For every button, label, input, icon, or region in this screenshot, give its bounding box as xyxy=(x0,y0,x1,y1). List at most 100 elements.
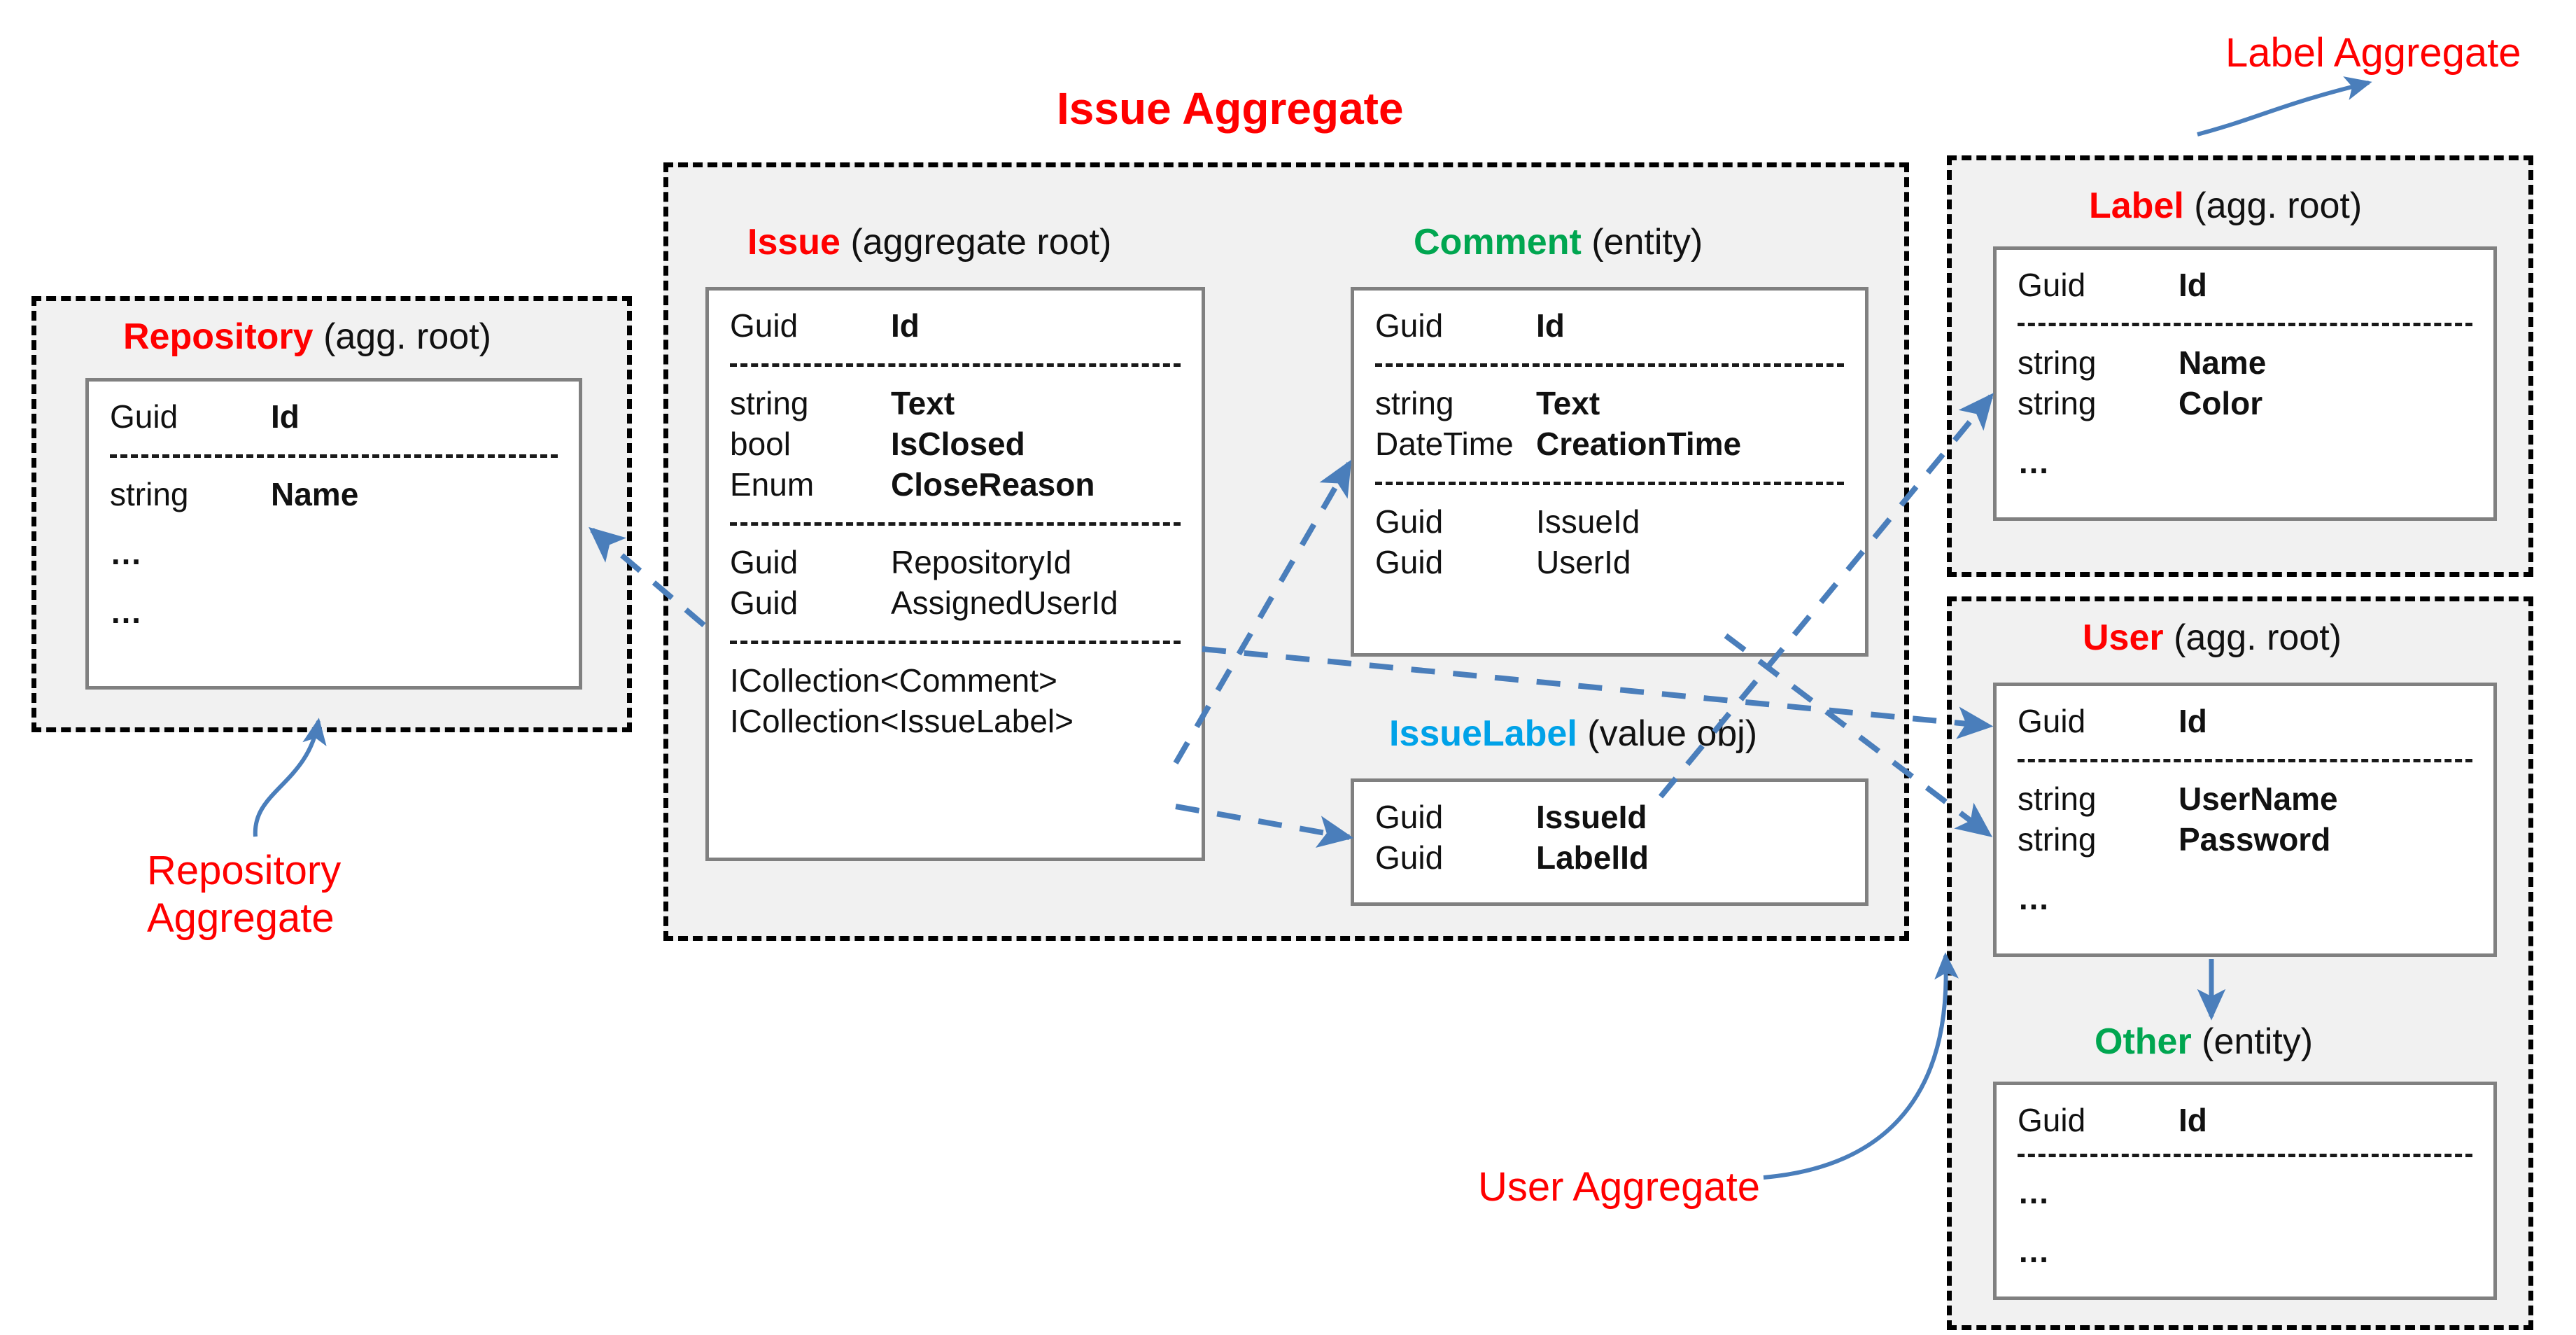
field-name: Name xyxy=(2179,344,2267,381)
field-type: ICollection<IssueLabel> xyxy=(730,702,1074,739)
field-name: Color xyxy=(2179,384,2263,421)
issuelabel-entity-kind: (value obj) xyxy=(1587,713,1758,754)
field-type: Enum xyxy=(730,466,815,503)
user-entity-kind: (agg. root) xyxy=(2174,617,2342,658)
user-entity-name: User xyxy=(2083,617,2164,658)
user-entity-card: Guid Id string UserName string Password … xyxy=(1993,683,2497,957)
field-type: Guid xyxy=(730,307,798,344)
field-type: Guid xyxy=(730,584,798,621)
field-type: string xyxy=(110,475,189,512)
comment-entity-title: Comment (entity) xyxy=(1414,224,1703,260)
row-divider xyxy=(1375,363,1844,367)
issuelabel-entity-card: Guid IssueId Guid LabelId xyxy=(1351,778,1868,906)
table-row: Guid LabelId xyxy=(1375,838,1844,879)
table-row: ICollection<IssueLabel> xyxy=(730,701,1181,742)
repository-entity-kind: (agg. root) xyxy=(323,316,491,357)
issue-entity-card: Guid Id string Text bool IsClosed Enum C… xyxy=(705,287,1205,861)
field-name: IssueId xyxy=(1536,503,1640,540)
issue-entity-title: Issue (aggregate root) xyxy=(747,224,1111,260)
table-row: string Name xyxy=(110,475,558,515)
ellipsis-row: … xyxy=(2018,443,2051,480)
issuelabel-entity-title: IssueLabel (value obj) xyxy=(1389,715,1757,752)
table-row: bool IsClosed xyxy=(730,424,1181,465)
repository-aggregate-caption-line2: Aggregate xyxy=(147,895,335,942)
issuelabel-entity-name: IssueLabel xyxy=(1389,713,1577,754)
field-type: Guid xyxy=(1375,307,1444,344)
field-type: string xyxy=(2018,780,2097,817)
table-row: Guid Id xyxy=(2018,701,2472,742)
repository-entity-name: Repository xyxy=(123,316,314,357)
field-name: Id xyxy=(1536,307,1565,344)
table-row: DateTime CreationTime xyxy=(1375,424,1844,465)
field-name: IssueId xyxy=(1536,799,1647,835)
field-type: DateTime xyxy=(1375,425,1514,462)
repository-aggregate-caption-line1: Repository xyxy=(147,848,342,893)
field-type: Guid xyxy=(2018,267,2086,303)
table-row: Enum CloseReason xyxy=(730,465,1181,505)
row-divider xyxy=(2018,758,2472,762)
field-name: RepositoryId xyxy=(891,543,1072,580)
row-divider xyxy=(2018,322,2472,326)
table-row: Guid IssueId xyxy=(1375,797,1844,838)
field-type: Guid xyxy=(1375,503,1444,540)
label-entity-card: Guid Id string Name string Color … xyxy=(1993,246,2497,521)
table-row: string Color xyxy=(2018,384,2472,424)
field-name: AssignedUserId xyxy=(891,584,1118,621)
table-row: Guid UserId xyxy=(1375,543,1844,583)
ellipsis-row: … xyxy=(2018,1173,2051,1210)
table-row: Guid Id xyxy=(730,306,1181,347)
table-row: Guid RepositoryId xyxy=(730,543,1181,583)
field-name: Id xyxy=(2179,267,2207,303)
leader-label-aggregate xyxy=(2197,76,2372,137)
other-entity-kind: (entity) xyxy=(2202,1021,2314,1062)
field-name: UserId xyxy=(1536,543,1631,580)
table-row: ICollection<Comment> xyxy=(730,661,1181,701)
ellipsis-row: … xyxy=(2018,1232,2051,1269)
comment-entity-name: Comment xyxy=(1414,222,1582,263)
repository-entity-title: Repository (agg. root) xyxy=(123,319,491,355)
field-type: bool xyxy=(730,425,791,462)
field-name: Password xyxy=(2179,820,2331,858)
field-name: Id xyxy=(2179,1102,2207,1138)
table-row: string Text xyxy=(1375,384,1844,424)
table-row: Guid AssignedUserId xyxy=(730,583,1181,624)
label-entity-kind: (agg. root) xyxy=(2194,186,2363,226)
issue-entity-kind: (aggregate root) xyxy=(850,222,1112,263)
field-type: Guid xyxy=(1375,543,1444,580)
user-aggregate-caption: User Aggregate xyxy=(1478,1164,1761,1210)
table-row: Guid Id xyxy=(2018,1100,2472,1141)
field-name: Id xyxy=(891,307,920,344)
table-row: string UserName xyxy=(2018,779,2472,820)
user-entity-title: User (agg. root) xyxy=(2083,620,2342,656)
field-name: Id xyxy=(2179,703,2207,739)
field-name: Text xyxy=(1536,384,1600,421)
label-aggregate-caption: Label Aggregate xyxy=(2225,30,2521,76)
ellipsis-row: … xyxy=(110,593,143,630)
field-name: IsClosed xyxy=(891,425,1025,462)
field-type: Guid xyxy=(2018,1102,2086,1138)
row-divider xyxy=(730,522,1181,526)
other-entity-card: Guid Id … … xyxy=(1993,1082,2497,1300)
field-type: string xyxy=(1375,384,1454,421)
field-name: Text xyxy=(891,384,955,421)
field-name: Name xyxy=(271,475,359,512)
comment-entity-kind: (entity) xyxy=(1591,222,1703,263)
ellipsis-row: … xyxy=(2018,879,2051,916)
table-row: string Text xyxy=(730,384,1181,424)
row-divider xyxy=(730,363,1181,367)
field-type: Guid xyxy=(730,543,798,580)
repository-entity-card: Guid Id string Name … … xyxy=(85,378,582,690)
field-type: string xyxy=(2018,344,2097,381)
repository-aggregate-caption: Repository Aggregate xyxy=(147,847,441,943)
field-type: string xyxy=(730,384,809,421)
ellipsis-row: … xyxy=(110,534,143,571)
issue-aggregate-title: Issue Aggregate xyxy=(1057,83,1404,134)
other-entity-title: Other (entity) xyxy=(2095,1023,2313,1060)
field-name: LabelId xyxy=(1536,839,1649,876)
table-row: Guid Id xyxy=(110,397,558,438)
field-name: CreationTime xyxy=(1536,425,1742,462)
row-divider xyxy=(110,454,558,458)
row-divider xyxy=(730,640,1181,644)
field-type: string xyxy=(2018,820,2097,858)
